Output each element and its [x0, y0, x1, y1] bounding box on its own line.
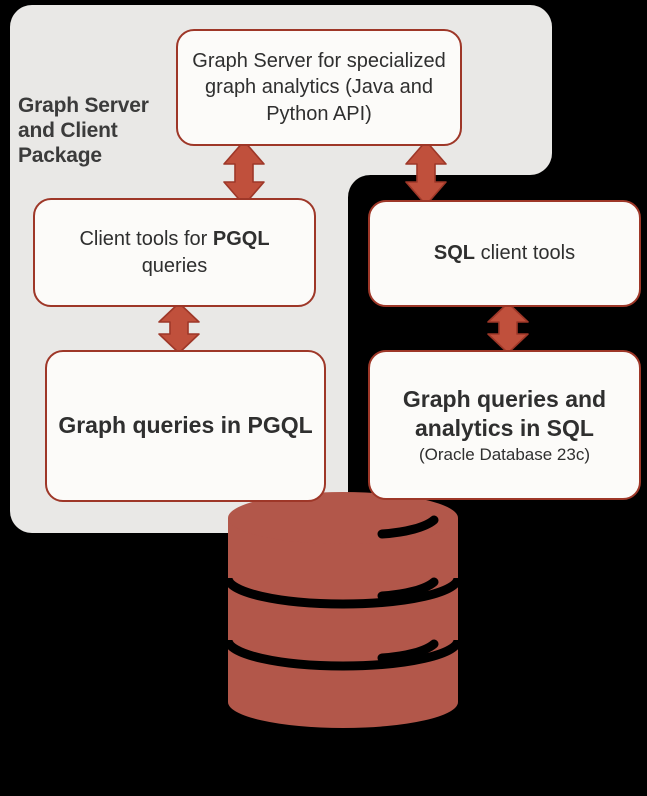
node-graph-server[interactable]: Graph Server for specialized graph analy…	[176, 29, 462, 146]
node-pgql-queries-label: Graph queries in PGQL	[58, 412, 313, 439]
node-sql-client-tools[interactable]: SQL client tools	[368, 200, 641, 307]
node-graph-server-label: Graph Server for specialized graph analy…	[192, 49, 446, 125]
node-sql-queries[interactable]: Graph queries and analytics in SQL (Oracl…	[368, 350, 641, 500]
node-pgql-queries[interactable]: Graph queries in PGQL	[45, 350, 326, 502]
arrow-graph-server-to-sql-client-tools	[405, 140, 447, 206]
arrow-graph-server-to-pgql-client-tools	[223, 140, 265, 206]
sql-term: SQL	[433, 242, 476, 264]
pgql-client-prefix: Client tools for	[79, 227, 213, 250]
node-pgql-client-tools[interactable]: Client tools for PGQL queries	[33, 198, 316, 307]
pgql-client-suffix: queries	[141, 254, 208, 277]
package-label: Graph Server and Client Package	[18, 94, 149, 167]
node-sql-queries-subtitle: (Oracle Database 23c)	[418, 444, 591, 464]
node-sql-queries-label: Graph queries and analytics in SQL (Oracl…	[370, 385, 639, 465]
node-sql-client-tools-label: SQL client tools	[370, 240, 639, 267]
pgql-term: PGQL	[212, 227, 270, 250]
arrow-pgql-client-tools-to-pgql-queries	[158, 302, 200, 354]
node-sql-queries-title: Graph queries and analytics in SQL	[402, 386, 607, 441]
sql-client-suffix: client tools	[475, 242, 576, 264]
database-cylinder-icon	[223, 492, 463, 728]
node-pgql-client-tools-label: Client tools for PGQL queries	[35, 226, 314, 280]
arrow-sql-client-tools-to-sql-queries	[487, 302, 529, 354]
